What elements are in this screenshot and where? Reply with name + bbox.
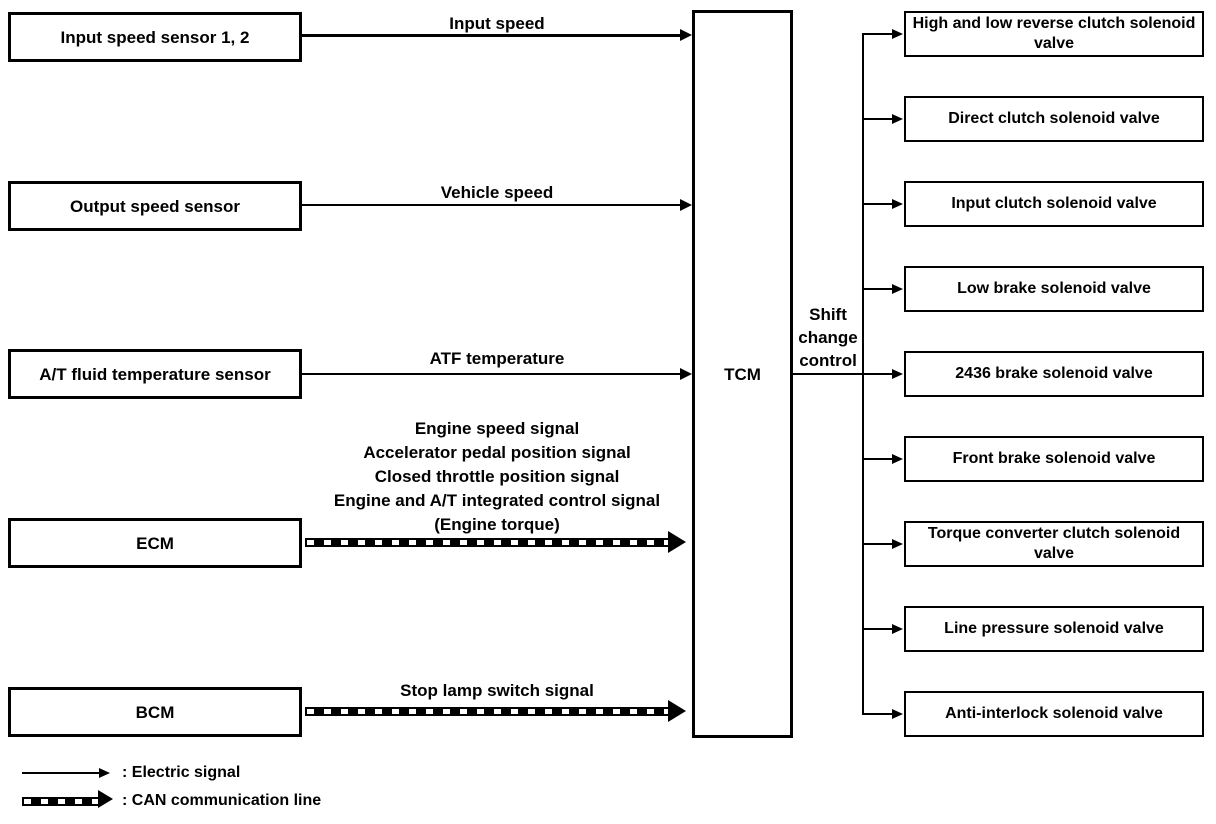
input-box-label: ECM [136,533,174,553]
input-box-label: A/T fluid temperature sensor [39,364,271,384]
branch-arrowhead [892,624,903,634]
output-box-label: Front brake solenoid valve [952,450,1156,467]
branch-line [862,713,893,715]
branch-line [862,118,893,120]
output-box-direct-clutch: Direct clutch solenoid valve [904,96,1204,142]
output-box-2436-brake: 2436 brake solenoid valve [904,351,1204,397]
electric-arrow-atf-temperature [302,373,683,375]
output-box-label: Anti-interlock solenoid valve [945,705,1163,722]
signal-line: Engine speed signal [414,419,580,438]
shift-change-control-label: Shift change control [798,305,858,370]
branch-arrowhead [892,539,903,549]
branch-line [862,288,893,290]
electric-arrow-input-speed [302,34,683,37]
branch-arrowhead [892,284,903,294]
branch-arrowhead [892,369,903,379]
input-box-bcm: BCM [8,687,302,737]
tcm-box: TCM [692,10,793,738]
tcm-output-line [793,373,863,375]
signal-label-atf-temperature: ATF temperature [429,349,565,368]
can-arrowhead [668,531,686,553]
output-box-label: 2436 brake solenoid valve [955,365,1153,382]
input-box-label: Input speed sensor 1, 2 [60,27,250,47]
legend-electric-line [22,772,100,774]
electric-arrow-vehicle-speed [302,204,683,206]
branch-line [862,33,893,35]
branch-line [862,203,893,205]
legend-electric-label: : Electric signal [122,764,241,781]
output-box-input-clutch: Input clutch solenoid valve [904,181,1204,227]
output-box-anti-interlock: Anti-interlock solenoid valve [904,691,1204,737]
signal-label-ecm-signals: Engine speed signal Accelerator pedal po… [302,417,692,537]
electric-arrowhead [680,29,692,41]
branch-arrowhead [892,199,903,209]
electric-arrowhead [680,368,692,380]
signal-label-input-speed: Input speed [449,14,545,33]
legend-electric-arrowhead [99,768,110,778]
output-box-label: Torque converter clutch solenoid valve [927,525,1181,562]
signal-line: (Engine torque) [434,515,560,534]
branch-arrowhead [892,709,903,719]
signal-line: Accelerator pedal position signal [363,443,631,462]
output-box-torque-converter-clutch: Torque converter clutch solenoid valve [904,521,1204,567]
signal-line: Closed throttle position signal [374,467,620,486]
input-box-output-speed-sensor: Output speed sensor [8,181,302,231]
legend-can-line [22,797,100,806]
input-box-input-speed-sensor: Input speed sensor 1, 2 [8,12,302,62]
input-box-ecm: ECM [8,518,302,568]
branch-arrowhead [892,114,903,124]
output-box-label: Line pressure solenoid valve [944,620,1164,637]
can-arrow-bcm [305,707,670,716]
output-box-label: Low brake solenoid valve [957,280,1151,297]
branch-arrowhead [892,454,903,464]
can-arrowhead [668,700,686,722]
input-box-label: Output speed sensor [69,196,241,216]
output-box-label: High and low reverse clutch solenoid val… [912,15,1196,52]
signal-line: Engine and A/T integrated control signal [333,491,661,510]
branch-line [862,373,893,375]
input-box-label: BCM [135,702,175,722]
signal-label-stop-lamp-switch: Stop lamp switch signal [400,681,594,700]
branch-line [862,458,893,460]
tcm-label: TCM [724,364,761,384]
branch-arrowhead [892,29,903,39]
branch-line [862,543,893,545]
legend-can-label: : CAN communication line [122,792,322,809]
output-box-line-pressure: Line pressure solenoid valve [904,606,1204,652]
input-box-at-fluid-temperature-sensor: A/T fluid temperature sensor [8,349,302,399]
can-arrow-ecm [305,538,670,547]
branch-line [862,628,893,630]
electric-arrowhead [680,199,692,211]
output-box-low-brake: Low brake solenoid valve [904,266,1204,312]
legend-can-arrowhead [98,790,113,808]
output-box-front-brake: Front brake solenoid valve [904,436,1204,482]
signal-label-vehicle-speed: Vehicle speed [440,183,554,202]
output-box-label: Direct clutch solenoid valve [948,110,1160,127]
output-box-high-low-reverse-clutch: High and low reverse clutch solenoid val… [904,11,1204,57]
output-box-label: Input clutch solenoid valve [951,195,1157,212]
